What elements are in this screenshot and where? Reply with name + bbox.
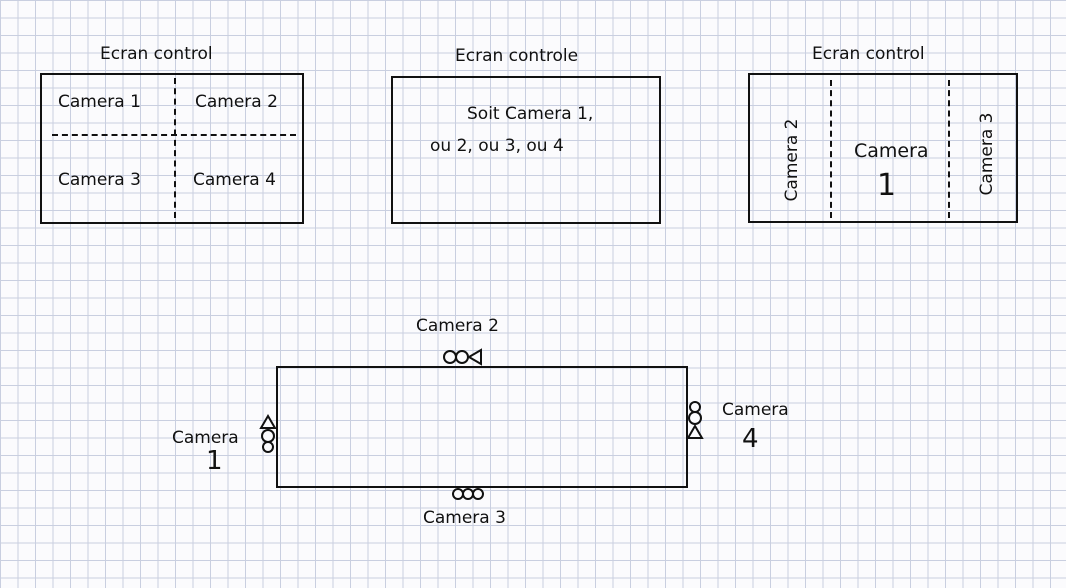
room-camera-left-number: 1 <box>206 446 223 476</box>
quad-screen-vertical-divider <box>174 78 176 218</box>
single-screen <box>391 76 661 224</box>
quad-screen-title: Ecran control <box>100 44 213 64</box>
triple-screen-center-number: 1 <box>877 168 897 203</box>
camera-top-icon <box>443 348 482 366</box>
single-screen-line-2: ou 2, ou 3, ou 4 <box>430 136 564 156</box>
room-outline <box>276 366 688 488</box>
room-camera-right-word: Camera <box>722 400 789 420</box>
quad-cell-camera-3: Camera 3 <box>58 170 141 190</box>
quad-screen-horizontal-divider <box>52 134 296 136</box>
triple-screen-right-divider <box>948 80 950 218</box>
camera-left-icon <box>259 414 277 453</box>
triple-screen-right-camera: Camera 3 <box>977 112 997 196</box>
camera-right-icon <box>686 401 704 439</box>
single-screen-title: Ecran controle <box>455 46 579 66</box>
single-screen-line-1: Soit Camera 1, <box>467 104 594 124</box>
quad-cell-camera-1: Camera 1 <box>58 92 141 112</box>
triple-screen-left-divider <box>830 80 832 218</box>
quad-screen <box>40 73 304 224</box>
camera-bottom-icon <box>452 488 484 500</box>
room-camera-bottom-label: Camera 3 <box>423 508 506 528</box>
triple-screen-center-word: Camera <box>854 140 929 162</box>
quad-cell-camera-2: Camera 2 <box>195 92 278 112</box>
triple-screen-title: Ecran control <box>812 44 925 64</box>
room-camera-right-number: 4 <box>742 424 759 454</box>
quad-cell-camera-4: Camera 4 <box>193 170 276 190</box>
room-camera-left-word: Camera <box>172 428 239 448</box>
triple-screen-left-camera: Camera 2 <box>782 118 802 202</box>
triple-screen <box>748 73 1018 223</box>
room-camera-top-label: Camera 2 <box>416 316 499 336</box>
